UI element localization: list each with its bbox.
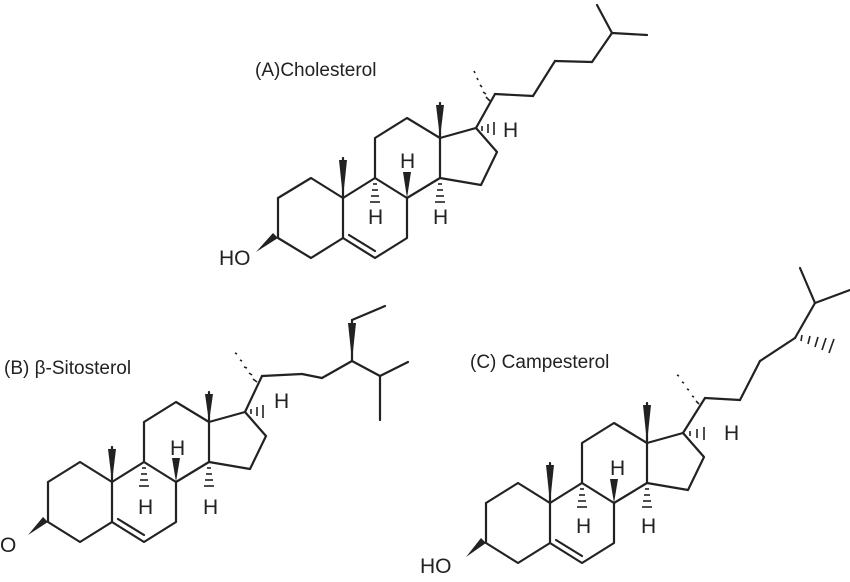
hydroxyl-label: HO [219,247,251,270]
cholesterol-structure: (A)Cholesterol [219,3,649,270]
cholesterol-label: (A)Cholesterol [255,60,376,81]
hydroxyl-label: O [0,534,16,557]
cholesterol-atom-labels: HO H H H H [219,119,518,270]
h8-label: H [610,457,625,480]
campesterol-bonds [484,266,850,565]
beta-sitosterol-structure: (B) β-Sitosterol [0,304,410,557]
hydroxyl-label: HO [420,555,452,577]
campesterol-atom-labels: HO H H H H [420,422,739,578]
campesterol-structure: (C) Campesterol [420,266,850,578]
h14-label: H [641,515,656,538]
cholesterol-bonds [276,3,649,260]
h14-label: H [203,496,218,519]
cholesterol-stereo [256,70,495,252]
beta-sitosterol-stereo [28,323,356,535]
h9-label: H [138,496,153,519]
campesterol-label: (C) Campesterol [470,352,609,373]
h8-label: H [400,150,415,173]
h17-label: H [274,390,289,413]
campesterol-stereo [466,334,835,557]
h8-label: H [170,437,185,460]
h14-label: H [433,206,448,229]
h17-label: H [503,119,518,142]
h17-label: H [724,422,739,445]
beta-sitosterol-atom-labels: O H H H H [0,390,289,557]
beta-sitosterol-label: (B) β-Sitosterol [4,358,131,379]
h9-label: H [576,515,591,538]
h9-label: H [368,206,383,229]
